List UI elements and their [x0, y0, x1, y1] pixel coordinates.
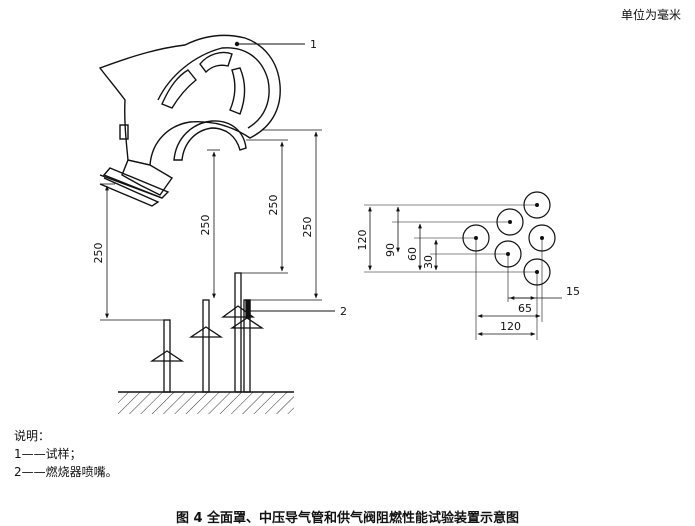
left-dimensions	[100, 129, 322, 321]
dim-label-250-a: 250	[92, 243, 105, 264]
legend-item-1: 1——试样；	[14, 447, 82, 461]
legend: 说明： 1——试样； 2——燃烧器喷嘴。	[14, 427, 118, 481]
unit-note: 单位为毫米	[620, 8, 681, 22]
plan-dim-65: 65	[518, 302, 532, 315]
callout-2-label: 2	[340, 305, 347, 318]
plan-dim-120-vertical: 120	[356, 230, 369, 251]
plan-dimensions	[368, 206, 562, 336]
figure-caption: 图 4 全面罩、中压导气管和供气阀阻燃性能试验装置示意图	[175, 511, 520, 526]
face-mask-specimen	[98, 34, 281, 207]
plan-dim-60: 60	[406, 247, 419, 261]
burner-nozzles	[149, 272, 265, 393]
plan-dim-90: 90	[384, 243, 397, 257]
dim-label-250-b: 250	[199, 215, 212, 236]
specimen-mark-dot	[234, 41, 240, 47]
legend-item-2: 2——燃烧器喷嘴。	[14, 465, 118, 479]
plan-dim-30: 30	[422, 255, 435, 269]
dim-label-250-d: 250	[301, 217, 314, 238]
dim-label-250-c: 250	[267, 195, 280, 216]
test-apparatus-diagram: 1 2 250	[92, 34, 580, 414]
plan-dim-120-horizontal: 120	[500, 320, 521, 333]
legend-title: 说明：	[14, 429, 51, 443]
plan-extension-lines	[364, 204, 543, 340]
burner-centers	[474, 203, 544, 274]
plan-dim-15: 15	[566, 285, 580, 298]
ground-base	[118, 391, 294, 414]
callout-1-label: 1	[310, 38, 317, 51]
